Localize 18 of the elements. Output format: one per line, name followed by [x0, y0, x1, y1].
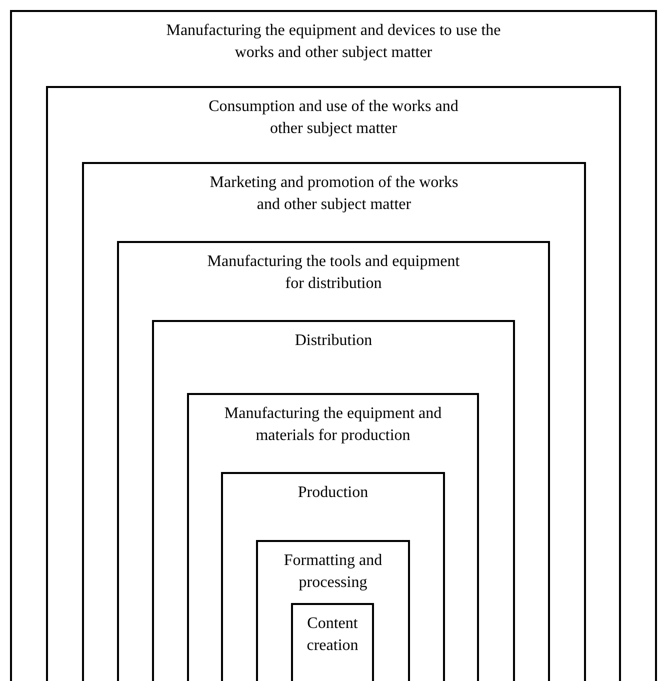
nested-box — [291, 603, 374, 681]
nested-box — [256, 540, 410, 681]
box-label: Consumption and use of the works and other subject matter — [208, 97, 458, 139]
box-label: Marketing and promotion of the works and other subject matter — [208, 173, 460, 215]
box-label: Formatting and processing — [282, 551, 384, 593]
box-label: Manufacturing the equipment and devices to use the works and other subject matter — [165, 21, 502, 63]
nested-box — [117, 241, 550, 681]
nested-box — [46, 86, 621, 681]
box-label: Manufacturing the equipment and materials for production — [223, 404, 443, 446]
nested-box — [187, 393, 479, 681]
nested-box — [82, 162, 586, 681]
nested-box — [152, 320, 515, 681]
box-label: Content creation — [306, 614, 360, 656]
box-label: Production — [298, 483, 368, 503]
nested-box — [221, 472, 445, 681]
box-label: Distribution — [294, 331, 372, 351]
box-label: Manufacturing the tools and equipment for distribution — [206, 252, 461, 294]
nested-box — [10, 10, 657, 681]
